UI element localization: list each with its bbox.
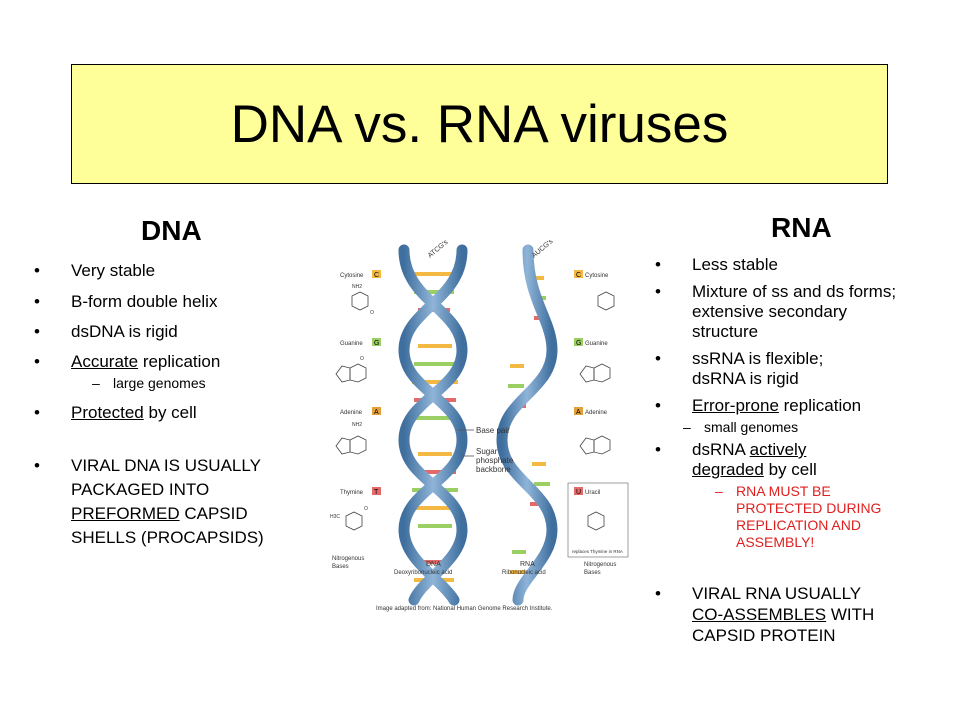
dna-backbone-2 bbox=[398, 244, 468, 606]
aucg-label: AUCG's bbox=[531, 240, 555, 260]
rna-item-flexible: ssRNA is flexible; dsRNA is rigid bbox=[655, 349, 957, 389]
rna-caption: RNA bbox=[520, 561, 535, 568]
r-adenine-label: Adenine bbox=[585, 410, 608, 416]
sugar-label-2: phosphate bbox=[476, 456, 514, 465]
dna-item-stable: Very stable bbox=[34, 261, 321, 281]
cytosine-letter: C bbox=[374, 272, 379, 279]
adenine-letter: A bbox=[374, 409, 379, 416]
rna-subitem-must-protect: RNA MUST BE PROTECTED DURING REPLICATION… bbox=[715, 483, 957, 551]
r-adenine-letter: A bbox=[576, 409, 581, 416]
rna-item-less-stable: Less stable bbox=[655, 255, 957, 275]
dna-item-packaging: VIRAL DNA IS USUALLY PACKAGED INTO PREFO… bbox=[34, 454, 321, 550]
uracil-label: Uracil bbox=[585, 490, 600, 496]
sugar-label-3: backbone bbox=[476, 465, 511, 474]
r-cytosine-letter: C bbox=[576, 272, 581, 279]
rna-backbone bbox=[496, 244, 558, 606]
thymine-letter: T bbox=[374, 489, 379, 496]
thy-o: O bbox=[364, 506, 368, 512]
uracil-box bbox=[567, 482, 629, 558]
nitro-right-2: Bases bbox=[584, 570, 601, 576]
gua-o: O bbox=[360, 356, 364, 362]
dna-rna-figure: ATCG's AUCG's Base pair Sugar phosphate … bbox=[330, 240, 629, 612]
guanine-letter: G bbox=[374, 340, 379, 347]
dna-item-bform: B-form double helix bbox=[34, 292, 321, 312]
slide-title: DNA vs. RNA viruses bbox=[230, 94, 729, 154]
dna-bullet-list: Very stable B-form double helix dsDNA is… bbox=[34, 261, 321, 550]
replaces-label: replaces Thymine in RNA bbox=[572, 549, 623, 554]
rna-base-structures: C Cytosine G Guanine A Adenine U Uracil … bbox=[567, 270, 629, 576]
guanine-label: Guanine bbox=[340, 341, 363, 347]
rna-full-caption: Ribonucleic acid bbox=[502, 570, 546, 576]
figure-credit: Image adapted from: National Human Genom… bbox=[376, 606, 553, 612]
r-guanine-letter: G bbox=[576, 340, 581, 347]
rna-item-replication: Error-prone replication bbox=[655, 396, 957, 416]
dna-backbone-1 bbox=[398, 244, 468, 606]
dna-item-protected: Protected by cell bbox=[34, 403, 321, 423]
rna-item-coassembles: VIRAL RNA USUALLY CO-ASSEMBLES WITH CAPS… bbox=[655, 583, 957, 646]
cyt-o: O bbox=[370, 310, 374, 316]
base-pair-label: Base pair bbox=[476, 426, 510, 435]
rna-heading: RNA bbox=[771, 212, 832, 243]
r-guanine-label: Guanine bbox=[585, 341, 608, 347]
ade-nh2: NH2 bbox=[352, 422, 362, 428]
rna-item-degraded: dsRNA actively degraded by cell bbox=[655, 440, 957, 480]
cyt-nh2: NH2 bbox=[352, 284, 362, 290]
rna-item-mixture: Mixture of ss and ds forms; extensive se… bbox=[655, 282, 957, 342]
cytosine-label: Cytosine bbox=[340, 273, 364, 279]
thymine-label: Thymine bbox=[340, 490, 364, 496]
dna-item-rigid: dsDNA is rigid bbox=[34, 322, 321, 342]
dna-caption: DNA bbox=[426, 561, 441, 568]
nitro-left-1: Nitrogenous bbox=[332, 556, 364, 562]
title-box: DNA vs. RNA viruses bbox=[71, 64, 888, 184]
dna-item-replication: Accurate replication bbox=[34, 352, 321, 372]
atcg-label: ATCG's bbox=[427, 240, 450, 260]
nitro-left-2: Bases bbox=[332, 564, 349, 570]
dna-base-structures: Cytosine C NH2 O Guanine G O Adenine A N… bbox=[330, 270, 381, 570]
dna-full-caption: Deoxyribonucleic acid bbox=[394, 570, 452, 576]
dna-heading: DNA bbox=[141, 215, 202, 246]
thy-h3c: H3C bbox=[330, 514, 340, 520]
sugar-label-1: Sugar bbox=[476, 447, 498, 456]
rna-subitem-small-genomes: small genomes bbox=[683, 419, 957, 436]
rna-bullet-list: Less stable Mixture of ss and ds forms; … bbox=[655, 255, 957, 646]
dna-subitem-large-genomes: large genomes bbox=[92, 375, 321, 392]
adenine-label: Adenine bbox=[340, 410, 363, 416]
r-cytosine-label: Cytosine bbox=[585, 273, 609, 279]
nitro-right-1: Nitrogenous bbox=[584, 562, 616, 568]
uracil-letter: U bbox=[576, 489, 581, 496]
